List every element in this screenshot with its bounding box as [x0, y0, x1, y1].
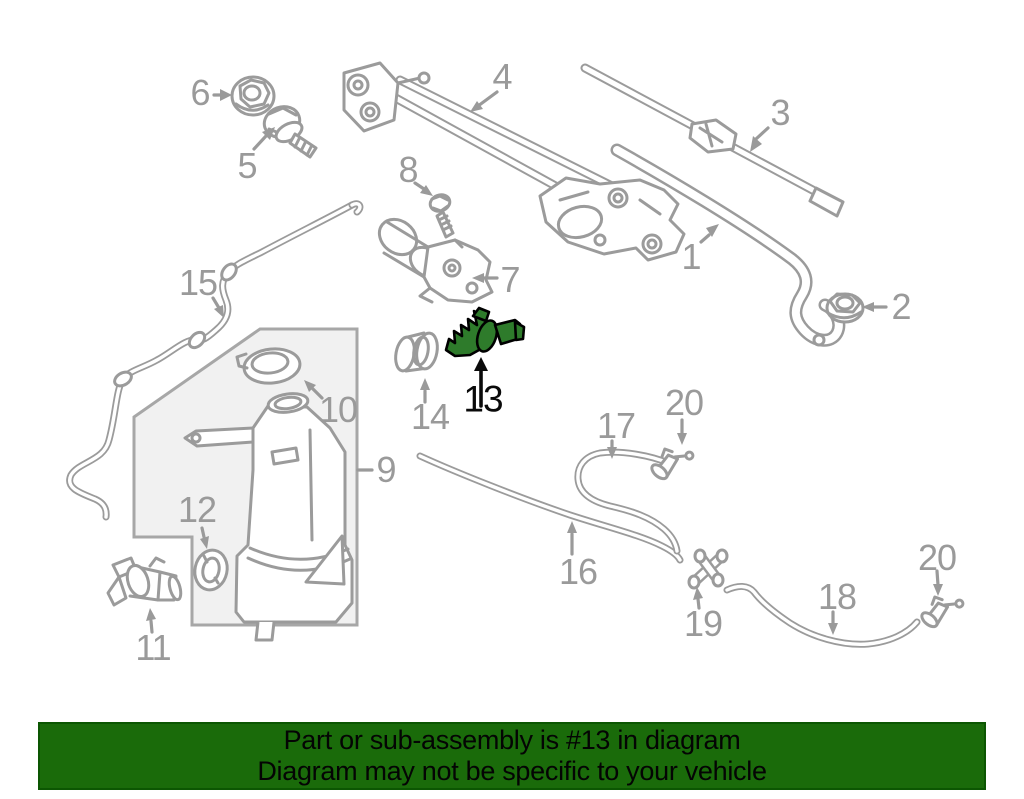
- callout-19-label: 19: [683, 603, 723, 644]
- callout-arrows: [146, 89, 943, 635]
- hose-joint-19-drawing: [687, 548, 729, 590]
- callout-2-label: 2: [891, 286, 911, 327]
- callout-7-label: 7: [500, 259, 520, 300]
- callout-4-label: 4: [492, 56, 512, 97]
- flange-nut-2-drawing: [825, 292, 865, 324]
- wiper-motor-7-drawing: [377, 217, 494, 304]
- callout-15-label: 15: [178, 262, 218, 303]
- washer-pump-11-drawing: [106, 556, 183, 607]
- washer-hose-16-drawing: [416, 452, 684, 564]
- bolt-8-drawing: [428, 193, 455, 239]
- washer-nozzle-20a-drawing: [642, 436, 699, 486]
- flange-nut-6-drawing: [230, 75, 276, 117]
- callout-14-label: 14: [410, 396, 450, 437]
- banner-line-2: Diagram may not be specific to your vehi…: [257, 756, 767, 786]
- check-valve-13-highlighted: [444, 306, 526, 358]
- callout-5-label: 5: [237, 145, 257, 186]
- washer-nozzle-20b-drawing: [912, 584, 969, 634]
- wiper-arm-1-drawing: [610, 143, 846, 347]
- callout-3-label: 3: [770, 92, 790, 133]
- callout-11-label: 11: [135, 627, 171, 668]
- callout-12-label: 12: [177, 489, 217, 530]
- callout-9-label: 9: [376, 449, 396, 490]
- callout-8-label: 8: [398, 149, 418, 190]
- banner-line-1: Part or sub-assembly is #13 in diagram: [283, 725, 741, 755]
- washer-hose-15-drawing: [66, 200, 364, 521]
- callout-1-label: 1: [681, 236, 701, 277]
- parts-diagram-svg: [66, 61, 969, 648]
- cap-14-drawing: [394, 331, 439, 373]
- callout-10-label: 10: [318, 389, 358, 430]
- wiper-blade-3-drawing: [580, 63, 845, 218]
- washer-hose-18-drawing: [723, 583, 921, 648]
- grommet-12-drawing: [193, 548, 229, 592]
- callout-18-label: 18: [817, 576, 857, 617]
- callout-6-label: 6: [190, 72, 210, 113]
- callout-20b-label: 20: [917, 537, 957, 578]
- callout-16-label: 16: [558, 551, 598, 592]
- diagram-canvas: [66, 61, 969, 648]
- info-banner: Part or sub-assembly is #13 in diagram D…: [38, 722, 986, 790]
- callout-17-label: 17: [596, 405, 636, 446]
- wiper-linkage-4-drawing: [342, 61, 686, 262]
- washer-reservoir-drawing: [183, 392, 354, 642]
- callout-20a-label: 20: [664, 382, 704, 423]
- callout-13-arrow: [474, 357, 488, 408]
- reservoir-cap-10-drawing: [235, 347, 302, 385]
- callout-13-label-highlighted: 13: [463, 378, 503, 420]
